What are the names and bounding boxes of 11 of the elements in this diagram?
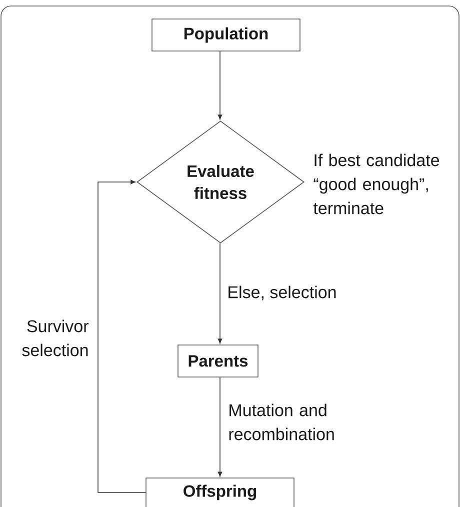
arrow (218, 243, 222, 344)
note-text: If best candidate “good enough”, terminate (313, 154, 440, 214)
arrow (218, 51, 222, 120)
arrow (98, 180, 146, 493)
edge-label: Else, selection (228, 286, 336, 300)
arrow (218, 377, 222, 477)
edge-label: Mutation and recombination (229, 404, 334, 440)
edge-label: Survivor selection (22, 320, 88, 356)
process-box: Offspring (146, 478, 294, 507)
process-box: Population (152, 18, 300, 52)
process-box: Parents (178, 344, 258, 378)
